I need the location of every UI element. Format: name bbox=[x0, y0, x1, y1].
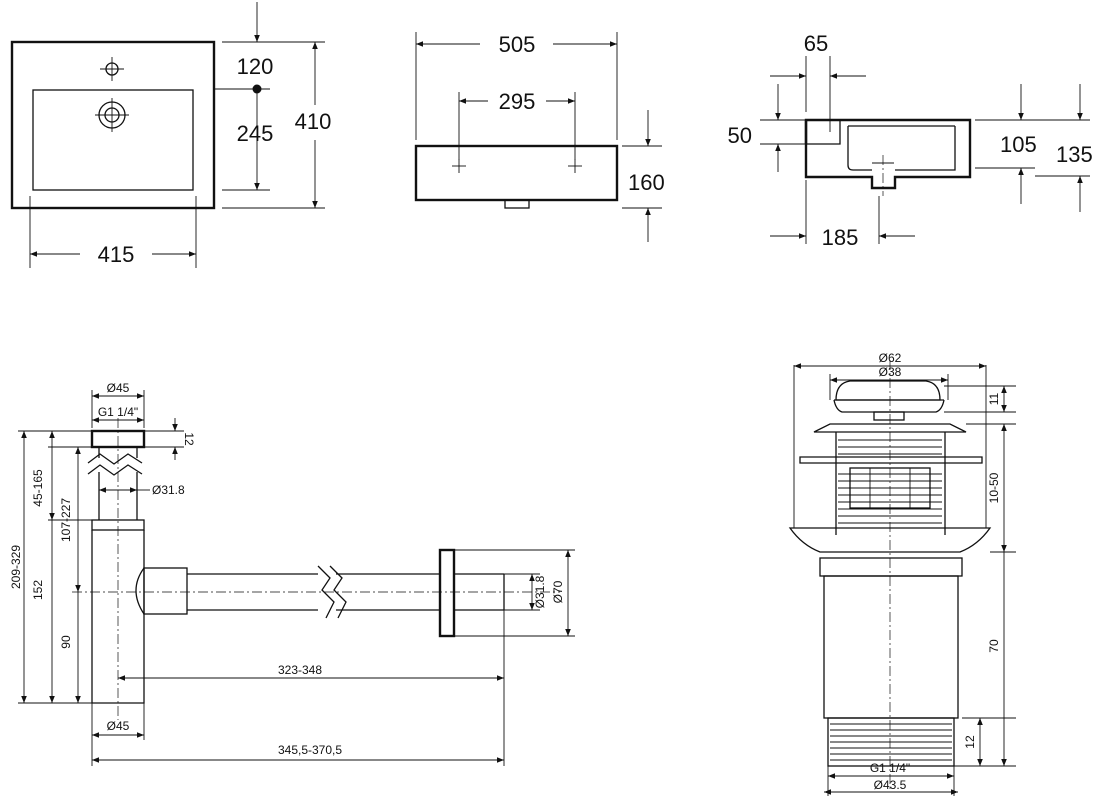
dim-siphon-top-range: 45-165 bbox=[31, 469, 45, 507]
basin-outline bbox=[10, 40, 216, 210]
basin-section-outline bbox=[804, 118, 972, 190]
tap-hole-icon bbox=[100, 57, 124, 81]
siphon-drawing: Ø45 G1 1/4" 12 Ø31.8 209-329 45-165 152 … bbox=[9, 381, 575, 766]
dim-valve-thread: G1 1/4" bbox=[870, 761, 910, 775]
basin-front-view: 505 295 160 bbox=[414, 32, 665, 242]
dim-nut-height: 12 bbox=[182, 432, 196, 446]
dim-valve-flange-diameter: Ø62 bbox=[879, 351, 902, 365]
valve-top-flange bbox=[813, 423, 967, 433]
dim-tube-diameter: Ø31.8 bbox=[152, 483, 185, 497]
dim-total-depth: 135 bbox=[1056, 142, 1093, 167]
dim-siphon-total-height: 209-329 bbox=[9, 545, 23, 589]
dim-drain-offset: 245 bbox=[237, 121, 274, 146]
dim-flange-diameter: Ø70 bbox=[551, 580, 565, 603]
dim-pipe-diameter: Ø31.8 bbox=[533, 575, 547, 608]
dim-siphon-upper-range: 107-227 bbox=[59, 498, 73, 542]
dim-rim-depth: 50 bbox=[728, 123, 752, 148]
wall-flange bbox=[438, 548, 456, 638]
basin-front-outline bbox=[414, 144, 619, 202]
basin-bowl bbox=[32, 89, 194, 191]
dim-siphon-outlet-height: 90 bbox=[59, 635, 73, 649]
pipe-break-icon bbox=[317, 565, 335, 619]
basin-section-view: 65 50 185 105 135 bbox=[728, 31, 1093, 250]
dim-front-height: 160 bbox=[628, 170, 665, 195]
valve-bottom-thread bbox=[827, 717, 955, 767]
dim-front-width: 505 bbox=[499, 32, 536, 57]
dim-siphon-body-height: 152 bbox=[31, 580, 45, 600]
break-line-icon bbox=[87, 453, 143, 465]
valve-lock-nut bbox=[799, 456, 983, 464]
fixing-hole-right-icon bbox=[568, 159, 582, 173]
drain-valve-drawing: Ø62 Ø38 11 10-50 70 12 G1 1/4" Ø43.5 bbox=[788, 351, 1016, 796]
drain-outlet bbox=[504, 199, 530, 209]
basin-top-view: 120 245 410 415 bbox=[10, 2, 332, 268]
dim-basin-width: 415 bbox=[98, 242, 135, 267]
dim-basin-depth: 410 bbox=[295, 109, 332, 134]
dim-siphon-top-diameter: Ø45 bbox=[107, 381, 130, 395]
dim-fixing-spacing: 295 bbox=[499, 89, 536, 114]
valve-body bbox=[823, 575, 959, 719]
dim-siphon-thread: G1 1/4" bbox=[98, 405, 138, 419]
dim-valve-cap-diameter: Ø38 bbox=[879, 365, 902, 379]
dim-valve-thread-length: 12 bbox=[963, 735, 977, 749]
dim-valve-outer-diameter: Ø43.5 bbox=[874, 778, 907, 792]
dim-wall-thickness: 65 bbox=[804, 31, 828, 56]
fixing-hole-left-icon bbox=[452, 159, 466, 173]
drain-hole-icon bbox=[95, 98, 129, 132]
dim-valve-adjust-range: 10-50 bbox=[987, 472, 1001, 503]
dim-valve-cap-height: 11 bbox=[987, 392, 1001, 405]
valve-lower-flange bbox=[788, 527, 992, 553]
dim-valve-body-length: 70 bbox=[987, 639, 1001, 653]
valve-cap bbox=[835, 380, 941, 401]
dim-pipe-length: 323-348 bbox=[278, 663, 322, 677]
dim-siphon-bottom-diameter: Ø45 bbox=[107, 719, 130, 733]
dim-inner-depth: 105 bbox=[1000, 132, 1037, 157]
dim-tap-hole-offset: 120 bbox=[237, 54, 274, 79]
dim-drain-position: 185 bbox=[822, 225, 859, 250]
dim-siphon-total-length: 345,5-370,5 bbox=[278, 743, 342, 757]
